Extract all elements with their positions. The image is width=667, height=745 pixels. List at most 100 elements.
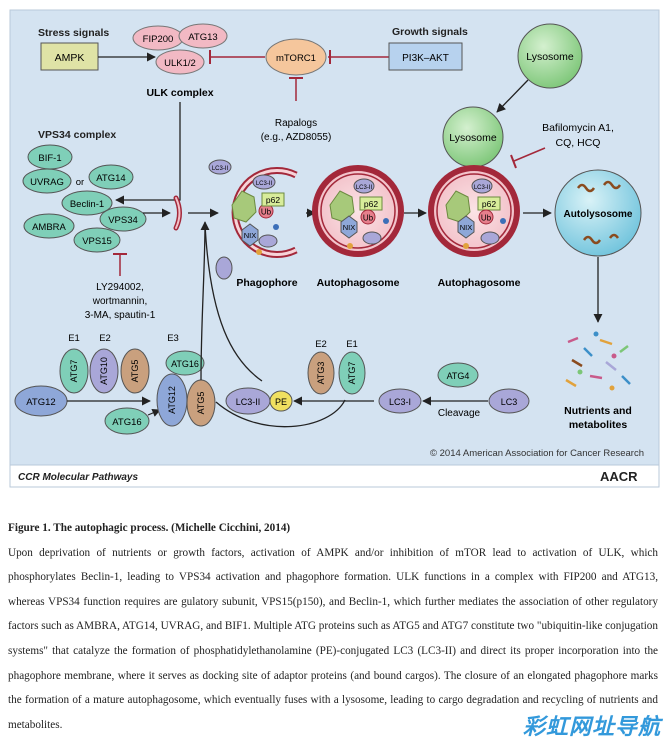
phagophore-label: Phagophore <box>236 277 297 289</box>
beclin1-node <box>61 190 113 216</box>
bif1-label: BIF-1 <box>38 153 61 164</box>
phagophore-nix: NIX <box>244 231 257 240</box>
svg-text:LC3-I: LC3-I <box>389 397 411 407</box>
atg5-node-1 <box>120 348 150 394</box>
e2-label-1: E2 <box>99 333 111 344</box>
ulk-to-beclin-arrow <box>115 102 181 205</box>
svg-text:LC3-II: LC3-II <box>356 185 373 191</box>
svg-text:NIX: NIX <box>343 223 356 232</box>
or-label: or <box>76 177 84 188</box>
e3-label: E3 <box>167 333 179 344</box>
svg-text:ATG16: ATG16 <box>112 417 141 428</box>
autophagy-figure: CCR Molecular Pathways AACR © 2014 Ameri… <box>9 9 660 488</box>
nutrients-line-1: Nutrients and <box>564 405 632 417</box>
vps34-label: VPS34 <box>108 215 138 226</box>
autophagosome-label-1: Autophagosome <box>317 277 400 289</box>
svg-text:ATG7: ATG7 <box>69 360 79 383</box>
atg4-node <box>437 362 479 388</box>
lysosome-arrow <box>496 79 529 113</box>
lysosome-top-label: Lysosome <box>526 51 574 63</box>
atg16-complex-node <box>165 350 205 376</box>
svg-text:p62: p62 <box>364 199 378 209</box>
bafilomycin-inhibit-line <box>513 147 546 162</box>
autolysosome-label: Autolysosome <box>564 209 633 220</box>
svg-text:LC3-II: LC3-II <box>212 166 229 172</box>
svg-text:ATG5: ATG5 <box>130 360 140 383</box>
ambra-node <box>23 213 75 239</box>
footer-aacr-logo: AACR <box>600 469 638 484</box>
svg-text:LC3-II: LC3-II <box>236 397 261 407</box>
nutrients-cloud <box>565 331 631 391</box>
figure-caption: Figure 1. The autophagic process. (Miche… <box>8 516 658 737</box>
ulk-complex-label: ULK complex <box>146 87 213 99</box>
watermark-logo: 彩虹网址导航 <box>522 715 661 740</box>
atg16-free-node <box>104 407 150 435</box>
beclin1-label: Beclin-1 <box>70 199 104 210</box>
cleavage-label: Cleavage <box>438 408 481 419</box>
e2-label-2: E2 <box>315 339 327 350</box>
svg-text:ATG7: ATG7 <box>347 362 357 385</box>
rapalogs-example: (e.g., AZD8055) <box>261 132 332 143</box>
inhibitor-line-1: LY294002, <box>96 282 144 293</box>
phagophore-lc3: LC3-II <box>256 181 273 187</box>
svg-text:ATG12: ATG12 <box>26 397 55 408</box>
ampk-label: AMPK <box>55 52 85 64</box>
atg10-node <box>89 348 119 394</box>
mtorc1-node <box>265 38 327 76</box>
autophagosome-1: LC3-II p62 Ub NIX <box>312 165 404 257</box>
growth-signals-label: Growth signals <box>392 26 468 38</box>
bafilomycin-line-1: Bafilomycin A1, <box>542 122 614 134</box>
lc3-node <box>488 388 530 414</box>
e1-label-1: E1 <box>68 333 80 344</box>
atg14-node <box>88 164 134 190</box>
inhibitor-line-2: wortmannin, <box>92 296 147 307</box>
svg-text:ATG16: ATG16 <box>171 359 199 369</box>
atg12-complex-to-phagophore-arrow <box>200 221 210 381</box>
fip200-label: FIP200 <box>143 34 174 45</box>
vps15-label: VPS15 <box>82 236 112 247</box>
copyright-text: © 2014 American Association for Cancer R… <box>430 448 644 459</box>
atg7-node-1 <box>59 348 89 394</box>
svg-text:ATG12: ATG12 <box>167 386 177 414</box>
lysosome-fusing-label: Lysosome <box>449 132 497 144</box>
svg-text:ATG4: ATG4 <box>447 371 470 381</box>
caption-body: Upon deprivation of nutrients or growth … <box>8 546 658 731</box>
atg13-top-node <box>178 23 228 49</box>
lc3ii-free-2 <box>215 256 233 280</box>
pi3k-akt-label: PI3K–AKT <box>402 53 449 64</box>
ambra-label: AMBRA <box>32 222 66 233</box>
svg-text:LC3-II: LC3-II <box>474 185 491 191</box>
uvrag-node <box>22 168 72 194</box>
lc3ii-free-1 <box>208 159 232 175</box>
lc3ii-to-phagophore-line <box>204 223 263 382</box>
ulk12-label: ULK1/2 <box>164 58 196 69</box>
atg7-node-2 <box>338 351 366 395</box>
stress-signals-label: Stress signals <box>38 27 109 39</box>
mtorc1-label: mTORC1 <box>276 53 316 64</box>
svg-text:Ub: Ub <box>363 214 374 223</box>
ulk12-node <box>155 49 205 75</box>
lc3i-node <box>378 388 422 414</box>
vps15-node <box>73 227 121 253</box>
autophagosome-2: LC3-II p62 Ub NIX <box>428 165 520 257</box>
atg14-label: ATG14 <box>96 173 125 184</box>
svg-text:PE: PE <box>275 397 287 407</box>
pi3k-akt-box <box>388 42 463 71</box>
svg-text:p62: p62 <box>482 199 496 209</box>
pe-node <box>269 390 293 412</box>
vps34-node <box>99 206 147 232</box>
inhibitor-line-3: 3-MA, spautin-1 <box>85 310 156 321</box>
caption-title: Figure 1. The autophagic process. (Miche… <box>8 522 291 534</box>
rapalogs-label: Rapalogs <box>275 118 317 129</box>
svg-text:ATG5: ATG5 <box>196 392 206 415</box>
uvrag-label: UVRAG <box>30 177 64 188</box>
autophagosome-label-2: Autophagosome <box>438 277 521 289</box>
atg3-node <box>307 351 335 395</box>
ampk-box <box>40 42 99 71</box>
autolysosome <box>554 169 642 257</box>
nutrients-line-2: metabolites <box>569 419 628 431</box>
vps34-complex-label: VPS34 complex <box>38 129 116 141</box>
atg12-complex-to-pe-curve <box>215 399 346 428</box>
phagophore: Ub p62 LC3-II NIX <box>231 167 298 258</box>
footer-journal: CCR Molecular Pathways <box>18 472 138 483</box>
